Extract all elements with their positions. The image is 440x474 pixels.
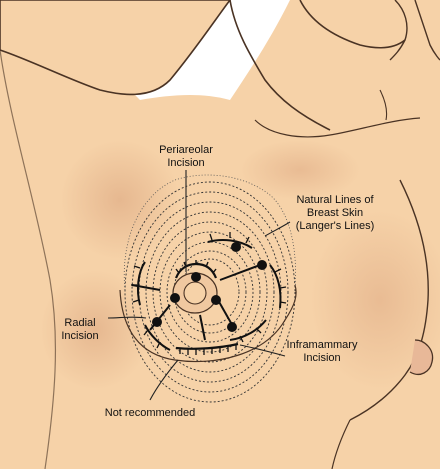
incision-dots (152, 242, 267, 332)
outer-incision-arcs (136, 239, 282, 351)
langer-upper-field (123, 174, 296, 291)
inframammary-label-line2: Incision (303, 352, 340, 364)
right-breast-shadow (310, 210, 440, 390)
periareolar-ticks (175, 260, 217, 274)
armpit-shadow (60, 140, 180, 260)
breast-lower-outline (119, 284, 297, 363)
natural-lines-label-line3: (Langer's Lines) (296, 220, 375, 232)
inframammary-label-line1: Inframammary (287, 339, 358, 351)
radial-incisions (131, 264, 261, 341)
outer-incision-ticks (131, 232, 287, 349)
neck-outline (229, 0, 331, 131)
chest-shadow (240, 140, 360, 200)
chin-outline (389, 0, 408, 61)
inframammary-incision (175, 342, 239, 350)
periareolar-label-line2: Incision (167, 157, 204, 169)
inframammary-ticks (179, 344, 237, 355)
periareolar-label-line1: Periareolar (159, 144, 213, 156)
natural-lines-label-line2: Breast Skin (307, 207, 363, 219)
raised-arm (0, 0, 231, 96)
right-side-edge (331, 419, 351, 470)
left-side-contour (0, 49, 57, 470)
not-recommended-label: Not recommended (105, 407, 196, 419)
jaw-outline (299, 0, 406, 49)
face-lower (414, 0, 440, 61)
nipple (183, 281, 207, 305)
side-shadow (40, 270, 150, 390)
clavicle (254, 117, 421, 138)
sternal-notch (379, 89, 388, 121)
radial-label-line2: Incision (61, 330, 98, 342)
leader-lines (107, 170, 291, 401)
natural-lines-label-line1: Natural Lines of (296, 194, 374, 206)
radial-label-line1: Radial (64, 317, 95, 329)
right-nipple (409, 339, 434, 376)
right-breast-outline (349, 179, 429, 421)
